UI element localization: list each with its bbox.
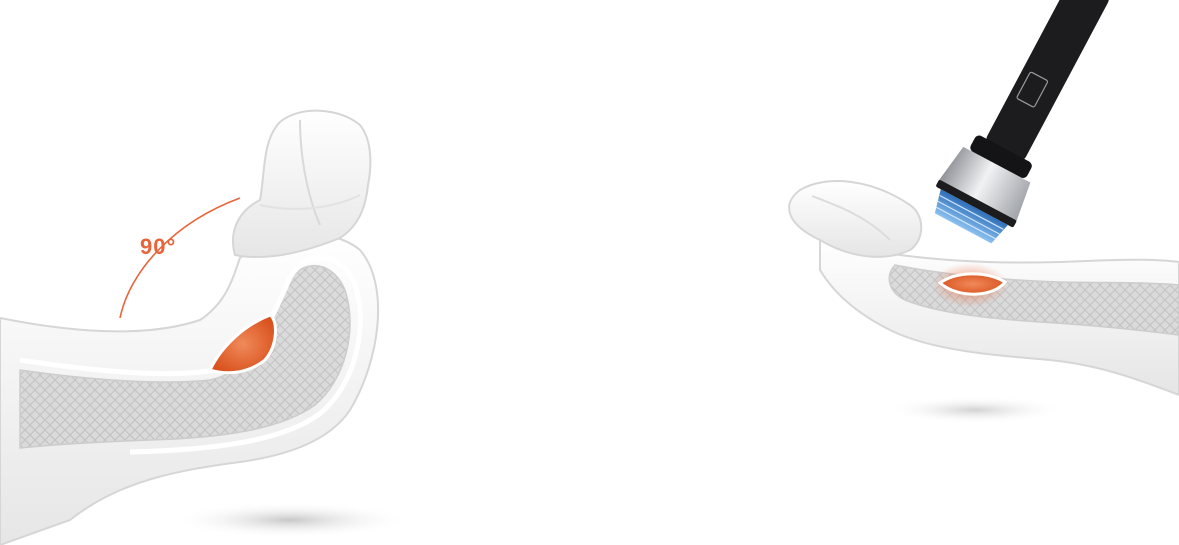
shockwave-applicator-icon bbox=[924, 0, 1131, 249]
angle-label: 90° bbox=[140, 234, 176, 259]
organ-head bbox=[789, 181, 921, 257]
curved-organ-figure: 90° bbox=[0, 0, 520, 545]
treatment-figure bbox=[760, 0, 1179, 545]
treatment-illustration bbox=[760, 0, 1179, 545]
curved-organ-illustration: 90° bbox=[0, 0, 520, 545]
ground-shadow bbox=[170, 502, 410, 538]
ground-shadow bbox=[885, 396, 1065, 424]
organ-head bbox=[233, 111, 370, 257]
